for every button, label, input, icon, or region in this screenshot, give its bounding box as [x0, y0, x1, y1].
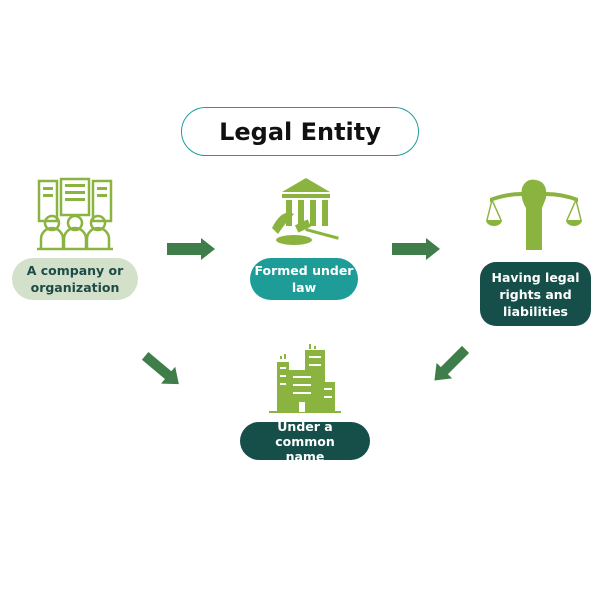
node-formed: Formed under law [250, 258, 358, 300]
node-company: A company or organization [12, 258, 138, 300]
node-rights-label: Having legal rights and liabilities [491, 269, 580, 319]
arrow-down-right-icon [141, 352, 179, 385]
arrow-down-left-icon [434, 345, 470, 381]
company-people-icon [37, 177, 113, 251]
fist-scales-icon [486, 179, 582, 250]
node-name: Under a common name [240, 419, 370, 464]
title-pill: Legal Entity [181, 107, 419, 156]
node-name-label: Under a common name [275, 418, 335, 464]
node-company-label: A company or organization [26, 263, 124, 295]
page-title: Legal Entity [219, 117, 381, 146]
arrow-right-icon [167, 238, 215, 260]
node-formed-label: Formed under law [254, 263, 354, 295]
node-rights: Having legal rights and liabilities [480, 262, 591, 326]
buildings-icon [269, 344, 341, 413]
arrow-right-icon [392, 238, 440, 260]
courthouse-gavel-icon [272, 178, 339, 245]
